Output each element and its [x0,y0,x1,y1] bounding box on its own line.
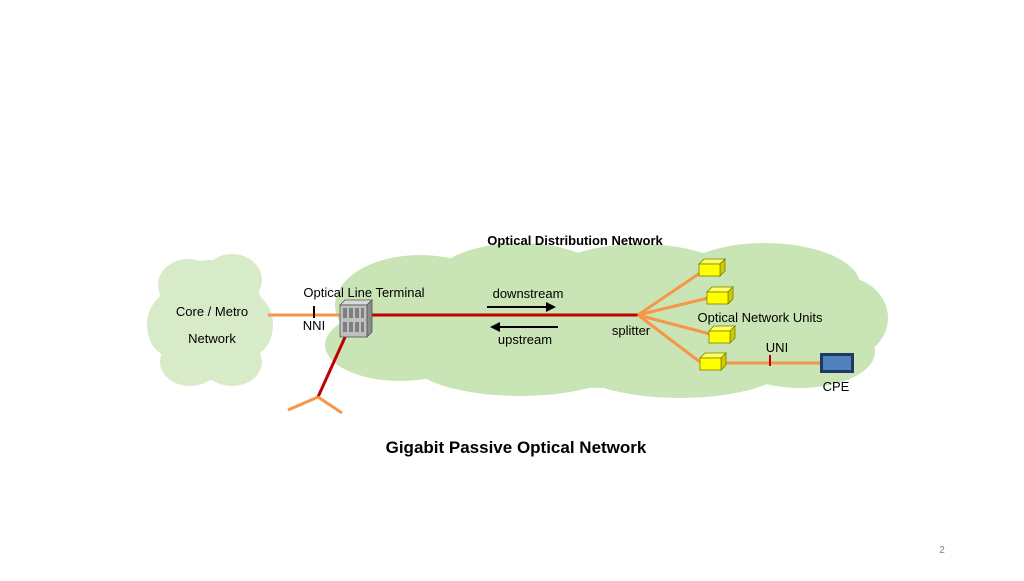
drop-fibers [637,271,822,365]
downstream-label: downstream [493,286,564,301]
core-network-label: Network [188,331,236,346]
diagram-caption: Gigabit Passive Optical Network [386,438,647,457]
page-number: 2 [939,545,945,556]
onu-icon [699,352,727,371]
olt-device-icon [339,299,373,338]
cpe-label: CPE [823,379,850,394]
uni-label: UNI [766,340,788,355]
core-metro-cloud [147,254,273,386]
onu-icon [706,286,734,305]
odn-label: Optical Distribution Network [487,233,663,248]
cpe-device-icon [820,353,854,373]
odn-cloud [325,243,888,398]
nni-label: NNI [303,318,325,333]
upstream-label: upstream [498,332,552,347]
splitter-label: splitter [612,323,651,338]
olt-label: Optical Line Terminal [303,285,424,300]
olt-side-branch [287,334,348,415]
core-metro-label: Core / Metro [176,304,248,319]
onu-icon [698,258,726,277]
onu-icon [708,325,736,344]
downstream-arrow [487,302,556,312]
onu-label: Optical Network Units [698,310,823,325]
upstream-arrow [490,322,558,332]
